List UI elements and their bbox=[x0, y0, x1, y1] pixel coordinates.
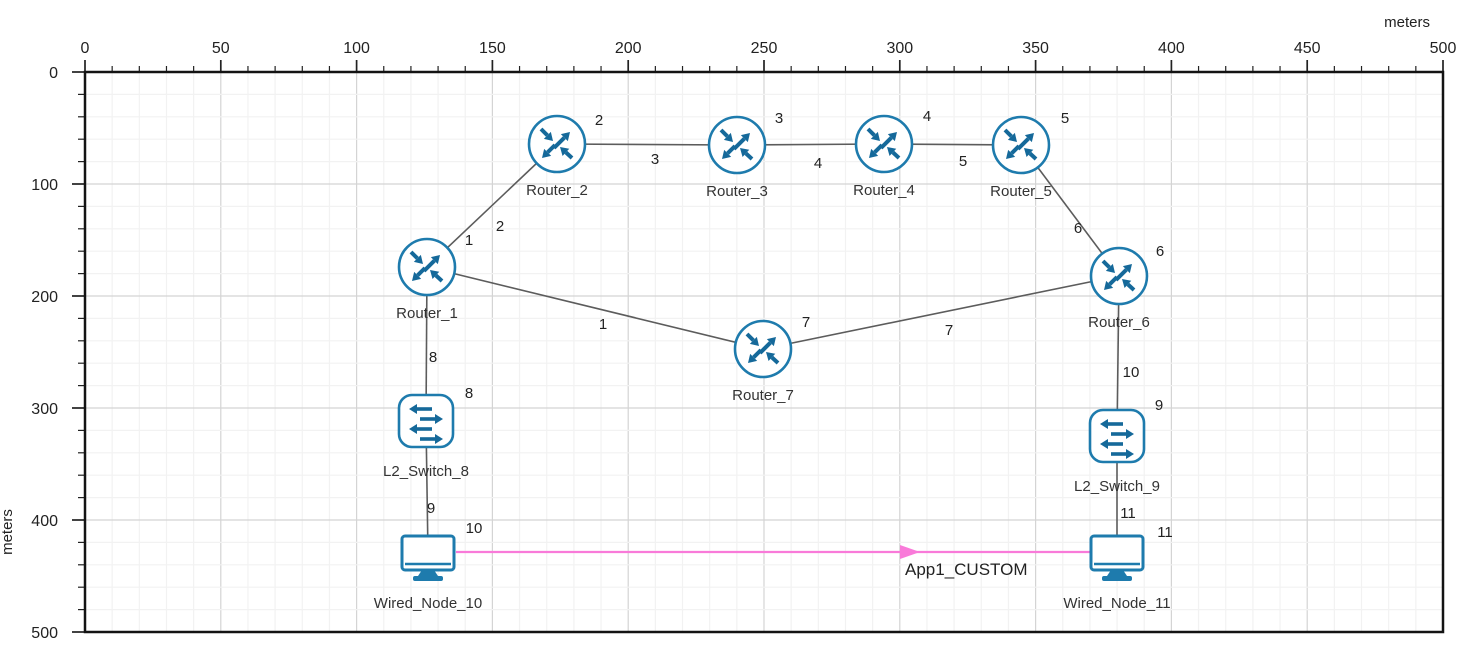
link-Router_1-Router_7[interactable] bbox=[426, 266, 764, 350]
app-flow[interactable]: App1_CUSTOM bbox=[456, 545, 1090, 579]
rulers: 0 50 100 150 200 250 300 350 400 450 500 0 100 200 300… bbox=[31, 40, 1456, 642]
nodes-layer: Router_11Router_22Router_33Router_44Rout… bbox=[374, 108, 1173, 612]
node-Router_4[interactable]: Router_4 bbox=[853, 114, 915, 199]
router-icon[interactable] bbox=[397, 237, 457, 297]
x-axis-tick-label: 250 bbox=[751, 40, 778, 57]
node-link-id-badge: 2 bbox=[595, 112, 603, 129]
node-label: Router_4 bbox=[853, 182, 915, 199]
x-axis-tick-label: 0 bbox=[81, 40, 90, 57]
y-axis-tick-label: 400 bbox=[31, 513, 58, 530]
node-label: L2_Switch_9 bbox=[1074, 478, 1160, 495]
node-L2_Switch_9[interactable]: L2_Switch_9 bbox=[1074, 408, 1160, 495]
link-number: 2 bbox=[496, 218, 504, 235]
x-axis-tick-label: 150 bbox=[479, 40, 506, 57]
node-label: Router_1 bbox=[396, 305, 458, 322]
node-link-id-badge: 7 bbox=[802, 314, 810, 331]
node-link-id-badge: 4 bbox=[923, 108, 931, 125]
unit-label-top: meters bbox=[1384, 14, 1430, 31]
x-axis-tick-label: 50 bbox=[212, 40, 230, 57]
router-icon[interactable] bbox=[991, 115, 1051, 175]
node-label: Wired_Node_10 bbox=[374, 595, 482, 612]
link-number: 4 bbox=[814, 155, 822, 172]
node-Router_7[interactable]: Router_7 bbox=[732, 319, 794, 404]
node-label: Router_2 bbox=[526, 182, 588, 199]
link-number: 5 bbox=[959, 153, 967, 170]
router-icon[interactable] bbox=[854, 114, 914, 174]
link-number: 11 bbox=[1120, 505, 1136, 522]
l2-switch-icon[interactable] bbox=[1088, 408, 1146, 464]
link-number: 9 bbox=[427, 500, 435, 517]
wired-node-icon[interactable] bbox=[1089, 534, 1145, 581]
node-link-id-badge: 1 bbox=[465, 232, 473, 249]
router-icon[interactable] bbox=[1089, 246, 1149, 306]
node-Router_3[interactable]: Router_3 bbox=[706, 115, 768, 200]
node-label: L2_Switch_8 bbox=[383, 463, 469, 480]
link-number: 10 bbox=[1123, 364, 1140, 381]
node-Router_5[interactable]: Router_5 bbox=[990, 115, 1052, 200]
node-label: Router_5 bbox=[990, 183, 1052, 200]
x-axis-tick-label: 200 bbox=[615, 40, 642, 57]
flows-layer: App1_CUSTOM bbox=[456, 545, 1090, 579]
link-number: 8 bbox=[429, 349, 437, 366]
wired-node-icon[interactable] bbox=[400, 534, 456, 581]
node-Wired_Node_10[interactable]: Wired_Node_10 bbox=[374, 534, 482, 612]
link-Router_2-Router_3[interactable] bbox=[556, 143, 738, 146]
y-axis-tick-label: 300 bbox=[31, 401, 58, 418]
node-L2_Switch_8[interactable]: L2_Switch_8 bbox=[383, 393, 469, 480]
node-link-id-badge: 11 bbox=[1157, 524, 1173, 541]
app-flow-label: App1_CUSTOM bbox=[905, 560, 1028, 579]
canvas-border bbox=[83, 70, 1445, 634]
node-link-id-badge: 3 bbox=[775, 110, 783, 127]
node-link-id-badge: 10 bbox=[466, 520, 483, 537]
node-link-id-badge: 5 bbox=[1061, 110, 1069, 127]
x-axis-tick-label: 500 bbox=[1430, 40, 1457, 57]
node-label: Wired_Node_11 bbox=[1063, 595, 1170, 612]
node-link-id-badge: 6 bbox=[1156, 243, 1164, 260]
node-label: Router_3 bbox=[706, 183, 768, 200]
y-axis-tick-label: 500 bbox=[31, 625, 58, 642]
router-icon[interactable] bbox=[527, 114, 587, 174]
link-Router_1-Router_2[interactable] bbox=[426, 143, 558, 268]
node-Router_1[interactable]: Router_1 bbox=[396, 237, 458, 322]
node-label: Router_7 bbox=[732, 387, 794, 404]
unit-label-left: meters bbox=[0, 509, 16, 555]
x-axis-tick-label: 300 bbox=[886, 40, 913, 57]
node-label: Router_6 bbox=[1088, 314, 1150, 331]
y-axis-tick-label: 0 bbox=[49, 65, 58, 82]
link-number: 1 bbox=[599, 316, 607, 333]
link-number: 3 bbox=[651, 151, 659, 168]
link-number: 6 bbox=[1074, 220, 1082, 237]
node-link-id-badge: 8 bbox=[465, 385, 473, 402]
router-icon[interactable] bbox=[733, 319, 793, 379]
x-axis-tick-label: 450 bbox=[1294, 40, 1321, 57]
x-axis-tick-label: 350 bbox=[1022, 40, 1049, 57]
y-axis-tick-label: 100 bbox=[31, 177, 58, 194]
node-Wired_Node_11[interactable]: Wired_Node_11 bbox=[1063, 534, 1171, 612]
node-Router_2[interactable]: Router_2 bbox=[526, 114, 588, 199]
link-number: 7 bbox=[945, 322, 953, 339]
link-Router_6-Router_7[interactable] bbox=[762, 275, 1120, 350]
node-Router_6[interactable]: Router_6 bbox=[1088, 246, 1150, 331]
y-axis-tick-label: 200 bbox=[31, 289, 58, 306]
router-icon[interactable] bbox=[707, 115, 767, 175]
l2-switch-icon[interactable] bbox=[397, 393, 455, 449]
node-link-id-badge: 9 bbox=[1155, 397, 1163, 414]
x-axis-tick-label: 100 bbox=[343, 40, 370, 57]
x-axis-tick-label: 400 bbox=[1158, 40, 1185, 57]
